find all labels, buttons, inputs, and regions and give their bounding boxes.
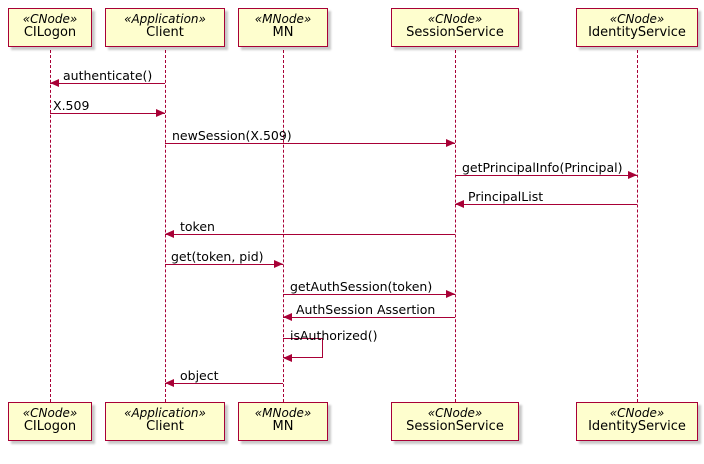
participant-header-identityservice[interactable]: «CNode» IdentityService — [576, 8, 698, 47]
participant-stereotype: «Application» — [124, 12, 206, 26]
message-label-authsessionassertion: AuthSession Assertion — [296, 302, 436, 317]
participant-name: IdentityService — [588, 419, 686, 435]
message-label-getauthsession: getAuthSession(token) — [290, 279, 433, 294]
participant-name: Client — [146, 419, 184, 435]
message-shaft-object — [165, 383, 283, 384]
message-label-x509: X.509 — [53, 98, 90, 113]
participant-stereotype: «CNode» — [22, 12, 78, 26]
participant-footer-mn[interactable]: «MNode» MN — [238, 402, 328, 441]
participant-stereotype: «CNode» — [22, 406, 78, 420]
arrowhead-right-x509 — [156, 108, 165, 117]
participant-stereotype: «CNode» — [427, 12, 483, 26]
participant-stereotype: «CNode» — [427, 406, 483, 420]
message-label-object: object — [180, 368, 219, 383]
arrowhead-left-token — [165, 229, 174, 238]
participant-header-cilogon[interactable]: «CNode» CILogon — [8, 8, 92, 47]
participant-header-mn[interactable]: «MNode» MN — [238, 8, 328, 47]
participant-name: SessionService — [406, 25, 504, 41]
arrowhead-right-get — [274, 259, 283, 268]
participant-stereotype: «CNode» — [609, 12, 665, 26]
arrowhead-left-isauthorized — [283, 353, 292, 362]
message-shaft-getprincipalinfo — [455, 175, 637, 176]
message-shaft-x509 — [50, 113, 165, 114]
lifeline-mn — [283, 50, 284, 402]
arrowhead-right-newsession — [446, 138, 455, 147]
message-label-principallist: PrincipalList — [468, 189, 544, 204]
participant-name: SessionService — [406, 419, 504, 435]
participant-stereotype: «CNode» — [609, 406, 665, 420]
participant-footer-identityservice[interactable]: «CNode» IdentityService — [576, 402, 698, 441]
arrowhead-right-getprincipalinfo — [628, 170, 637, 179]
participant-name: IdentityService — [588, 25, 686, 41]
participant-name: CILogon — [23, 25, 77, 41]
message-selfloop-isauthorized — [283, 338, 323, 358]
participant-name: MN — [272, 419, 294, 435]
message-label-isauthorized: isAuthorized() — [290, 328, 378, 343]
lifeline-client — [165, 50, 166, 402]
participant-name: CILogon — [23, 419, 77, 435]
lifeline-identityservice — [637, 50, 638, 402]
participant-stereotype: «Application» — [124, 406, 206, 420]
message-label-get: get(token, pid) — [171, 249, 264, 264]
message-shaft-authsessionassertion — [283, 317, 455, 318]
participant-name: Client — [146, 25, 184, 41]
participant-header-sessionservice[interactable]: «CNode» SessionService — [391, 8, 519, 47]
lifeline-cilogon — [50, 50, 51, 402]
participant-stereotype: «MNode» — [254, 406, 312, 420]
arrowhead-left-authenticate — [50, 78, 59, 87]
message-shaft-getauthsession — [283, 294, 455, 295]
message-label-token: token — [180, 219, 215, 234]
message-shaft-token — [165, 234, 455, 235]
participant-stereotype: «MNode» — [254, 12, 312, 26]
message-shaft-authenticate — [50, 83, 165, 84]
arrowhead-left-object — [165, 378, 174, 387]
lifeline-sessionservice — [455, 50, 456, 402]
message-shaft-get — [165, 264, 283, 265]
participant-footer-sessionservice[interactable]: «CNode» SessionService — [391, 402, 519, 441]
arrowhead-right-getauthsession — [446, 289, 455, 298]
message-shaft-newsession — [165, 143, 455, 144]
participant-name: MN — [272, 25, 294, 41]
participant-footer-cilogon[interactable]: «CNode» CILogon — [8, 402, 92, 441]
message-label-authenticate: authenticate() — [63, 68, 153, 83]
participant-footer-client[interactable]: «Application» Client — [105, 402, 225, 441]
arrowhead-left-authsessionassertion — [283, 312, 292, 321]
arrowhead-left-principallist — [455, 199, 464, 208]
participant-header-client[interactable]: «Application» Client — [105, 8, 225, 47]
message-label-newsession: newSession(X.509) — [172, 128, 292, 143]
message-shaft-principallist — [455, 204, 637, 205]
message-label-getprincipalinfo: getPrincipalInfo(Principal) — [462, 160, 623, 175]
